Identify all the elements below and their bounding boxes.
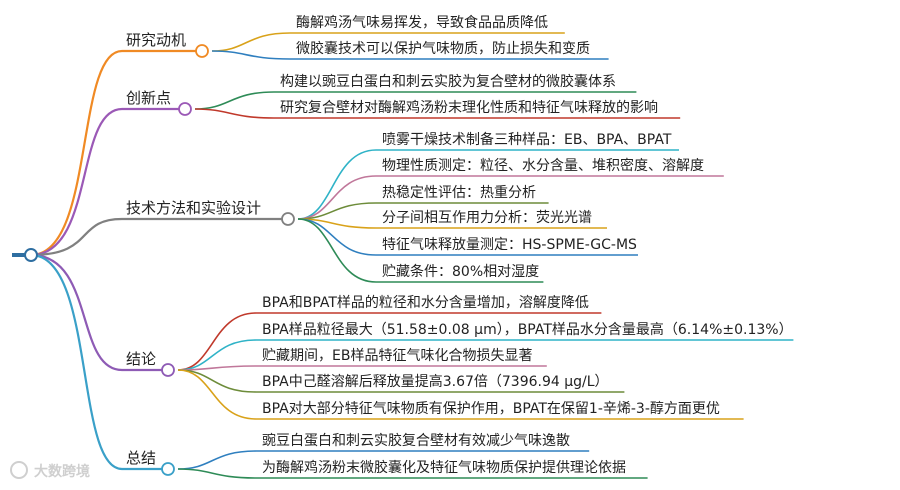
leaf-label: 研究复合壁材对酶解鸡汤粉末理化性质和特征气味释放的影响 <box>280 100 658 116</box>
leaf-label: 酶解鸡汤气味易挥发，导致食品品质降低 <box>296 15 548 31</box>
leaf-connector <box>297 218 377 283</box>
leaf-connector <box>177 369 257 420</box>
branch-connector <box>30 107 123 257</box>
leaf-connector <box>297 175 377 220</box>
leaf-label: 分子间相互作用力分析：荧光光谱 <box>382 210 592 226</box>
leaf-connector <box>211 50 291 60</box>
branch-connector <box>30 253 123 372</box>
branch-toggle-icon[interactable] <box>178 102 192 116</box>
leaf-connector <box>177 312 257 371</box>
leaf-label: BPA对大部分特征气味物质有保护作用，BPAT在保留1-辛烯-3-醇方面更优 <box>262 401 720 417</box>
branch-label: 结论 <box>126 350 157 368</box>
leaf-label: BPA样品粒径最大（51.58±0.08 μm），BPAT样品水分含量最高（6.… <box>262 322 793 338</box>
leaf-label: 微胶囊技术可以保护气味物质，防止损失和变质 <box>296 41 590 57</box>
watermark: 大数跨境 <box>10 461 90 481</box>
leaf-label: BPA中己醛溶解后释放量提高3.67倍（7396.94 μg/L） <box>262 374 609 390</box>
branch-connector <box>30 253 123 471</box>
branch-label: 技术方法和实验设计 <box>126 199 262 217</box>
leaf-label: 喷雾干燥技术制备三种样品：EB、BPA、BPAT <box>382 132 672 148</box>
branch-label: 总结 <box>126 449 157 467</box>
leaf-label: 热稳定性评估：热重分析 <box>382 185 536 201</box>
leaf-connector <box>211 32 291 52</box>
watermark-logo-icon <box>10 461 28 479</box>
leaf-connector <box>177 450 257 470</box>
leaf-label: 贮藏条件：80%相对湿度 <box>382 264 540 280</box>
branch-toggle-icon[interactable] <box>281 212 295 226</box>
branch-label: 创新点 <box>126 89 172 107</box>
leaf-connector <box>297 149 377 220</box>
leaf-connector <box>177 339 257 371</box>
root-node-icon[interactable] <box>24 248 38 262</box>
leaf-connector <box>177 468 257 479</box>
leaf-connector <box>194 108 275 119</box>
leaf-connector <box>177 369 257 393</box>
leaf-label: 构建以豌豆白蛋白和刺云实胶为复合壁材的微胶囊体系 <box>280 74 616 90</box>
leaf-label: 为酶解鸡汤粉末微胶囊化及特征气味物质保护提供理论依据 <box>262 460 626 476</box>
leaf-label: 豌豆白蛋白和刺云实胶复合壁材有效减少气味逸散 <box>262 433 570 449</box>
leaf-label: 物理性质测定：粒径、水分含量、堆积密度、溶解度 <box>382 158 704 174</box>
leaf-label: BPA和BPAT样品的粒径和水分含量增加，溶解度降低 <box>262 295 589 311</box>
branch-connector <box>30 217 123 257</box>
branch-toggle-icon[interactable] <box>161 462 175 476</box>
branch-toggle-icon[interactable] <box>195 44 209 58</box>
branch-connector <box>30 49 123 257</box>
branch-label: 研究动机 <box>126 31 187 49</box>
leaf-label: 贮藏期间，EB样品特征气味化合物损失显著 <box>262 348 533 364</box>
leaf-label: 特征气味释放量测定：HS-SPME-GC-MS <box>382 237 637 253</box>
branch-toggle-icon[interactable] <box>161 363 175 377</box>
leaf-connector <box>194 91 275 110</box>
